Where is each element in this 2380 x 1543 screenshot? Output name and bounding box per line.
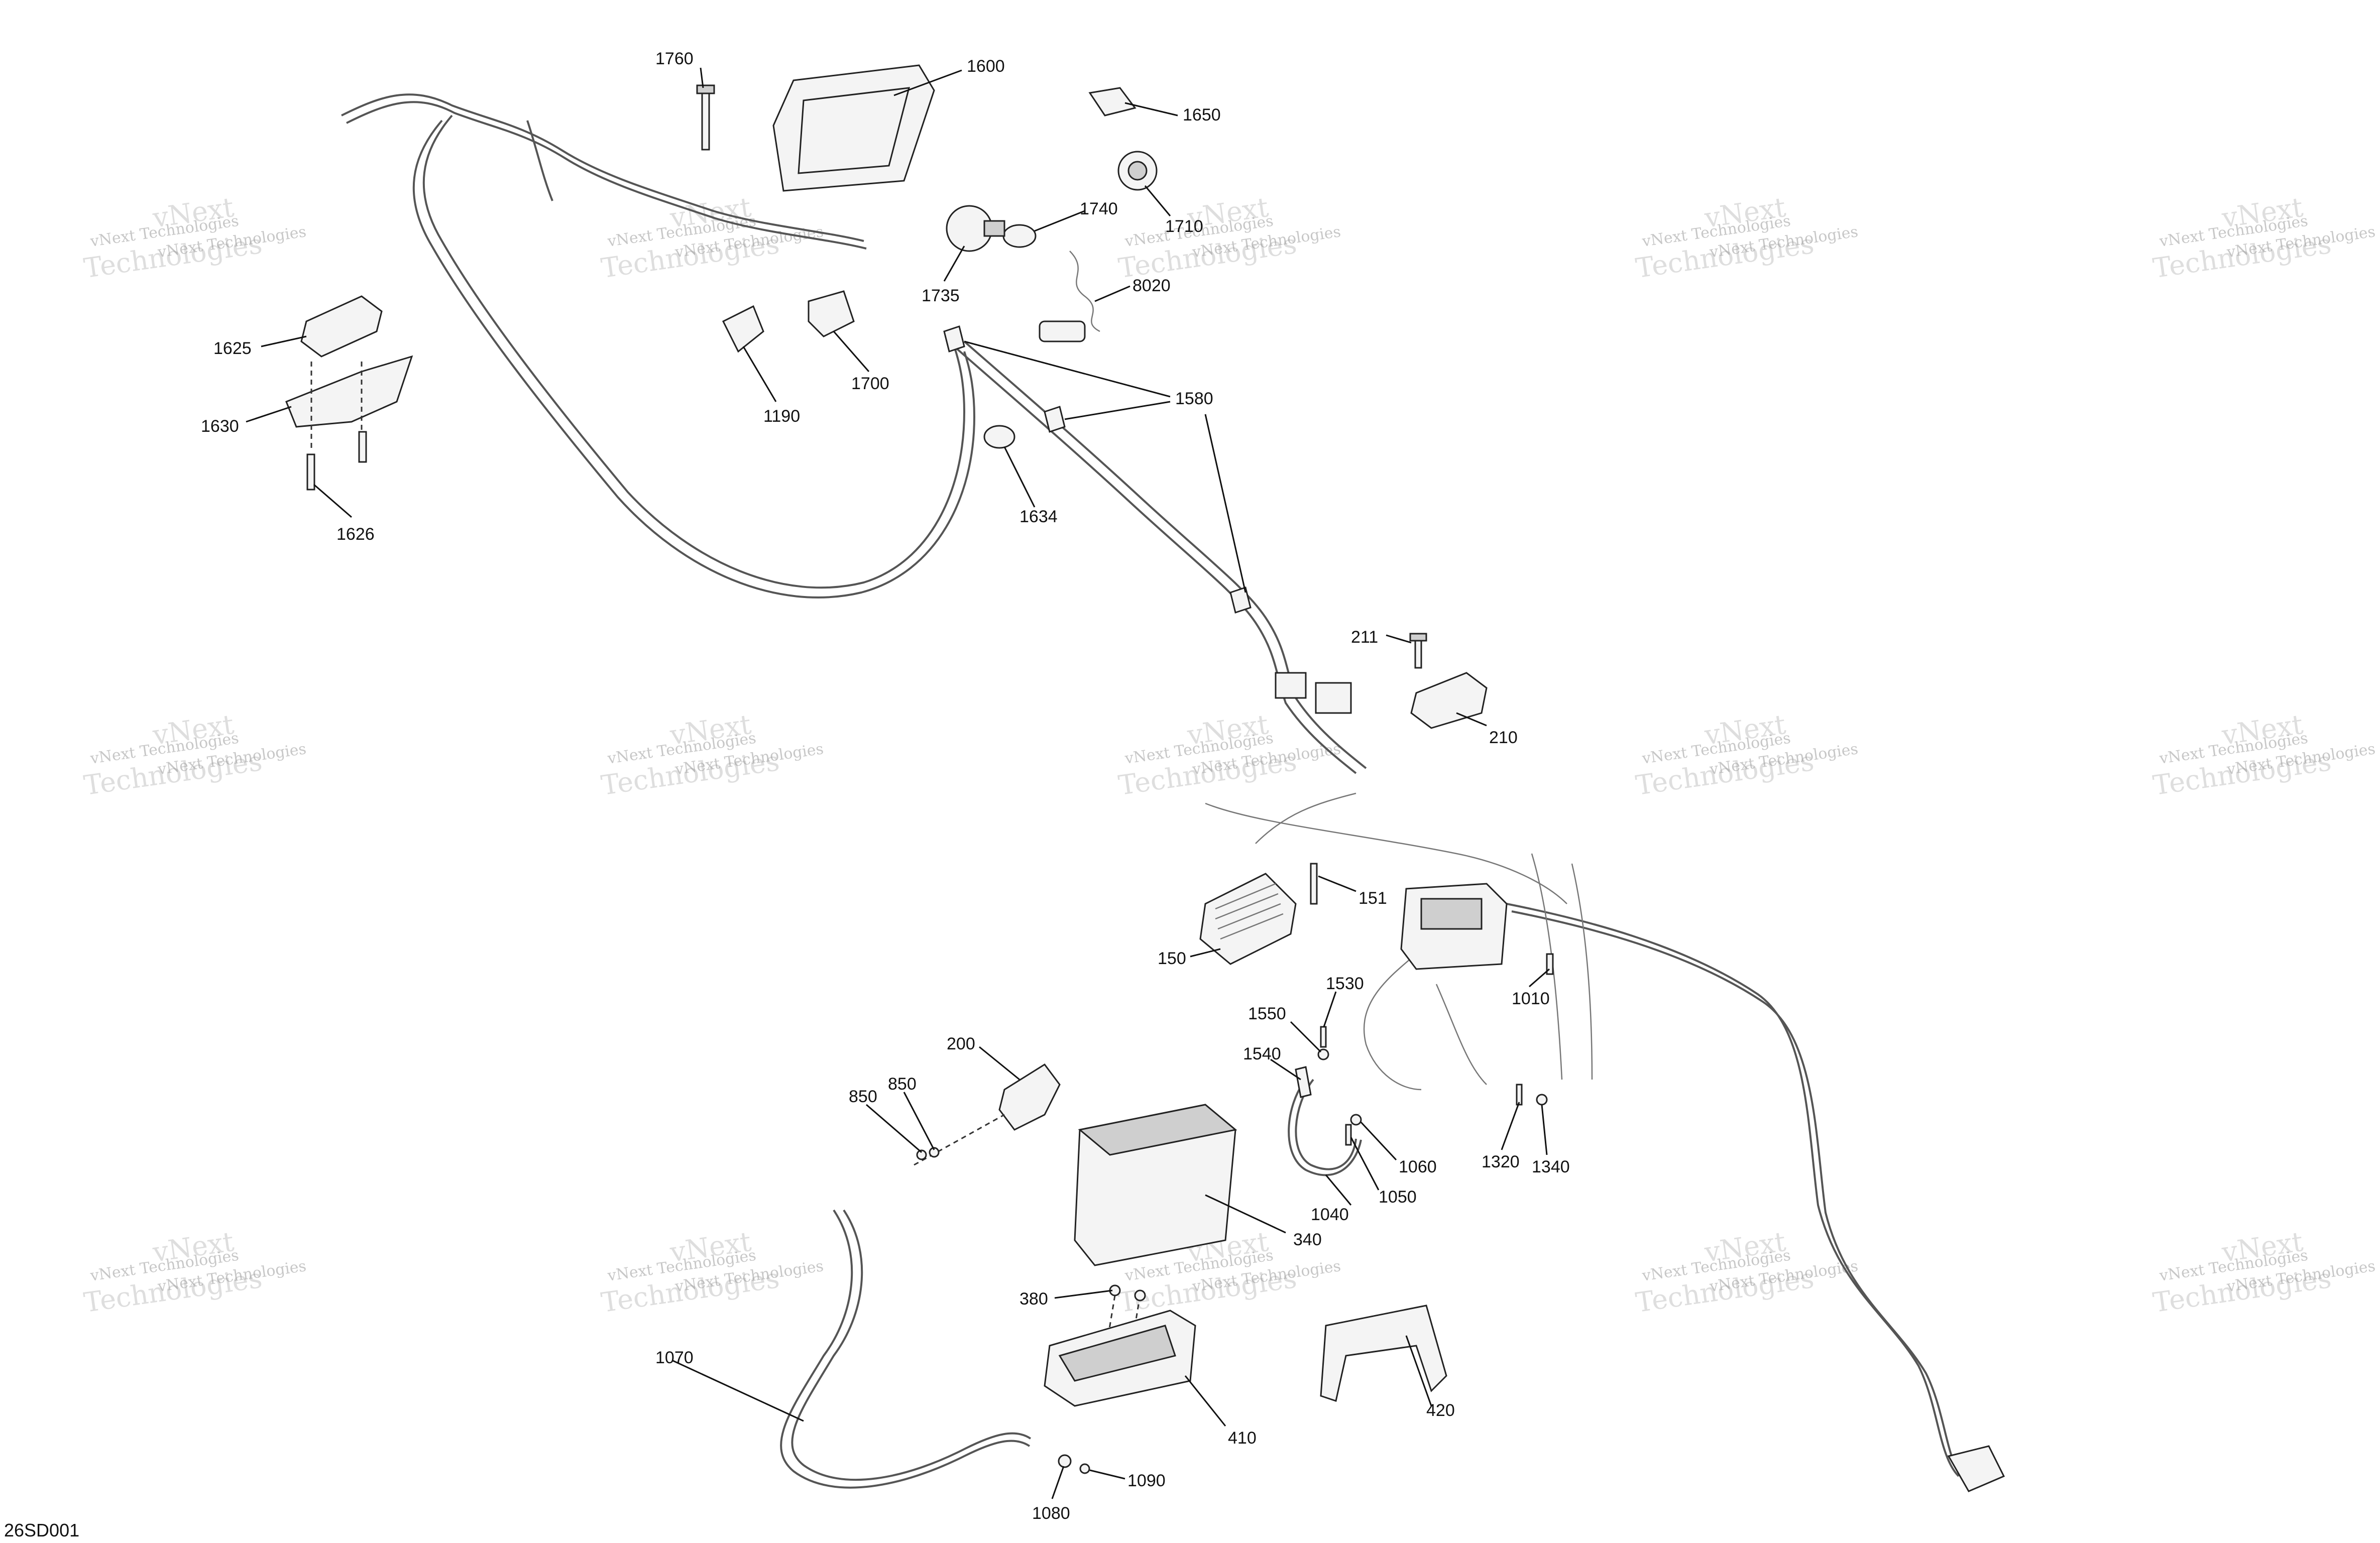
part-fuse-box [1400, 883, 1508, 970]
part-211-bolt [1409, 633, 1427, 669]
callout-1550: 1550 [1248, 1004, 1286, 1023]
callout-1626: 1626 [336, 525, 375, 544]
callout-200: 200 [947, 1034, 975, 1053]
callout-1060: 1060 [1399, 1157, 1437, 1176]
callout-850-left: 850 [849, 1087, 877, 1106]
callout-1580: 1580 [1175, 389, 1213, 408]
callout-1050: 1050 [1379, 1188, 1417, 1207]
callout-1080: 1080 [1032, 1504, 1070, 1523]
part-1580-clips [943, 325, 1252, 614]
callout-1700: 1700 [851, 374, 889, 393]
callout-410: 410 [1228, 1429, 1257, 1448]
part-1530-1550-1540-hardware [1295, 1026, 1329, 1098]
callout-210: 210 [1489, 728, 1518, 747]
part-1190-connector [722, 305, 764, 353]
part-1740-cap [1002, 224, 1037, 248]
part-connectors-mid [1275, 672, 1352, 714]
leader-lines [246, 67, 1550, 1499]
part-1710-switch [1117, 151, 1158, 191]
part-1630-bracket [285, 355, 413, 428]
callout-1320: 1320 [1482, 1152, 1520, 1171]
callout-1760: 1760 [655, 49, 694, 68]
part-151-bolt [1310, 863, 1318, 905]
part-8020-coiled-cord [1039, 251, 1100, 342]
callout-211: 211 [1351, 628, 1378, 647]
callout-1340: 1340 [1532, 1157, 1570, 1176]
callout-1010: 1010 [1512, 989, 1550, 1008]
part-end-connector [1947, 1445, 2005, 1492]
callout-1540: 1540 [1243, 1044, 1281, 1063]
part-1760-screw [696, 84, 715, 151]
part-1600-instrument-cluster [772, 64, 935, 192]
part-420-strap [1320, 1304, 1447, 1402]
callout-380: 380 [1019, 1289, 1048, 1309]
callout-1735: 1735 [922, 286, 960, 305]
part-1050-1060-bolts [1345, 1114, 1362, 1146]
callout-1600: 1600 [967, 57, 1005, 76]
part-850-nuts [914, 1114, 1005, 1166]
part-1080-1090-hardware [1058, 1454, 1090, 1474]
callout-1710: 1710 [1165, 217, 1203, 236]
part-1700-switch [808, 290, 855, 337]
part-1735-switch [946, 205, 1005, 252]
callout-151: 151 [1358, 889, 1387, 908]
callout-1625: 1625 [213, 339, 252, 358]
callout-1070: 1070 [655, 1348, 694, 1367]
callout-1190: 1190 [763, 407, 800, 426]
callout-8020: 8020 [1132, 276, 1171, 295]
part-1650-connector [1088, 87, 1137, 116]
callout-1530: 1530 [1326, 974, 1364, 993]
part-1320-1340-hardware [1516, 1084, 1548, 1106]
part-340-battery [1074, 1104, 1237, 1266]
callout-850-right: 850 [888, 1075, 917, 1094]
callout-1630: 1630 [201, 417, 239, 436]
callout-340: 340 [1293, 1230, 1322, 1249]
part-410-battery-tray [1044, 1310, 1196, 1407]
callout-1090: 1090 [1127, 1471, 1166, 1490]
callout-1650: 1650 [1183, 105, 1221, 125]
part-210-module [1410, 672, 1488, 729]
part-150-regulator [1199, 873, 1297, 965]
part-1634-grommet [983, 425, 1015, 449]
part-1626-bolts [306, 362, 367, 491]
callout-150: 150 [1158, 949, 1186, 968]
callout-420: 420 [1426, 1401, 1455, 1420]
callout-labels: 1760 1600 1650 1740 1710 1735 8020 1625 … [201, 49, 1570, 1523]
callout-1040: 1040 [1311, 1205, 1349, 1224]
callout-1740: 1740 [1080, 199, 1118, 218]
callout-1634: 1634 [1019, 507, 1058, 526]
part-1625-module [300, 295, 383, 358]
figure-code: 26SD001 [4, 1520, 79, 1540]
part-200-solenoid [998, 1063, 1061, 1131]
